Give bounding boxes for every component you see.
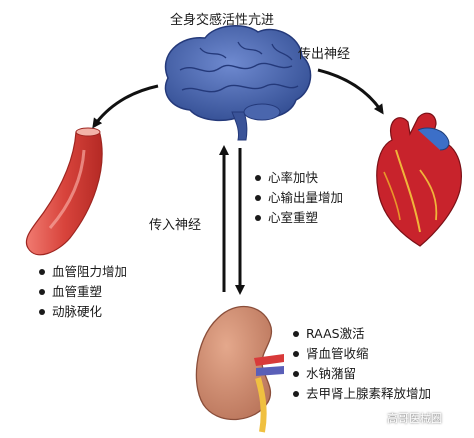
top-label: 全身交感活性亢进 bbox=[170, 13, 275, 28]
kidney-icon bbox=[195, 305, 284, 433]
efferent-nerve-label: 传出神经 bbox=[298, 47, 351, 62]
list-item: 肾血管收缩 bbox=[290, 344, 431, 364]
list-item: 血管重塑 bbox=[36, 282, 127, 302]
list-item: 血管阻力增加 bbox=[36, 262, 127, 282]
artery-icon bbox=[25, 127, 103, 256]
heart-effects-list: 心率加快 心输出量增加 心室重塑 bbox=[252, 168, 343, 228]
list-item: 心室重塑 bbox=[252, 208, 343, 228]
list-item: 水钠潴留 bbox=[290, 364, 431, 384]
brain-icon bbox=[164, 25, 312, 141]
vessel-effects-list: 血管阻力增加 血管重塑 动脉硬化 bbox=[36, 262, 127, 322]
list-item: 心率加快 bbox=[252, 168, 343, 188]
arrow-brain-to-heart bbox=[317, 68, 384, 115]
afferent-nerve-label: 传入神经 bbox=[149, 218, 202, 233]
list-item: RAAS激活 bbox=[290, 324, 431, 344]
list-item: 心输出量增加 bbox=[252, 188, 343, 208]
kidney-effects-list: RAAS激活 肾血管收缩 水钠潴留 去甲肾上腺素释放增加 bbox=[290, 324, 431, 404]
list-item: 去甲肾上腺素释放增加 bbox=[290, 384, 431, 404]
watermark: 高哥医械圈 bbox=[387, 412, 442, 425]
heart-icon bbox=[376, 112, 462, 247]
arrow-brain-to-artery bbox=[92, 84, 159, 129]
list-item: 动脉硬化 bbox=[36, 302, 127, 322]
